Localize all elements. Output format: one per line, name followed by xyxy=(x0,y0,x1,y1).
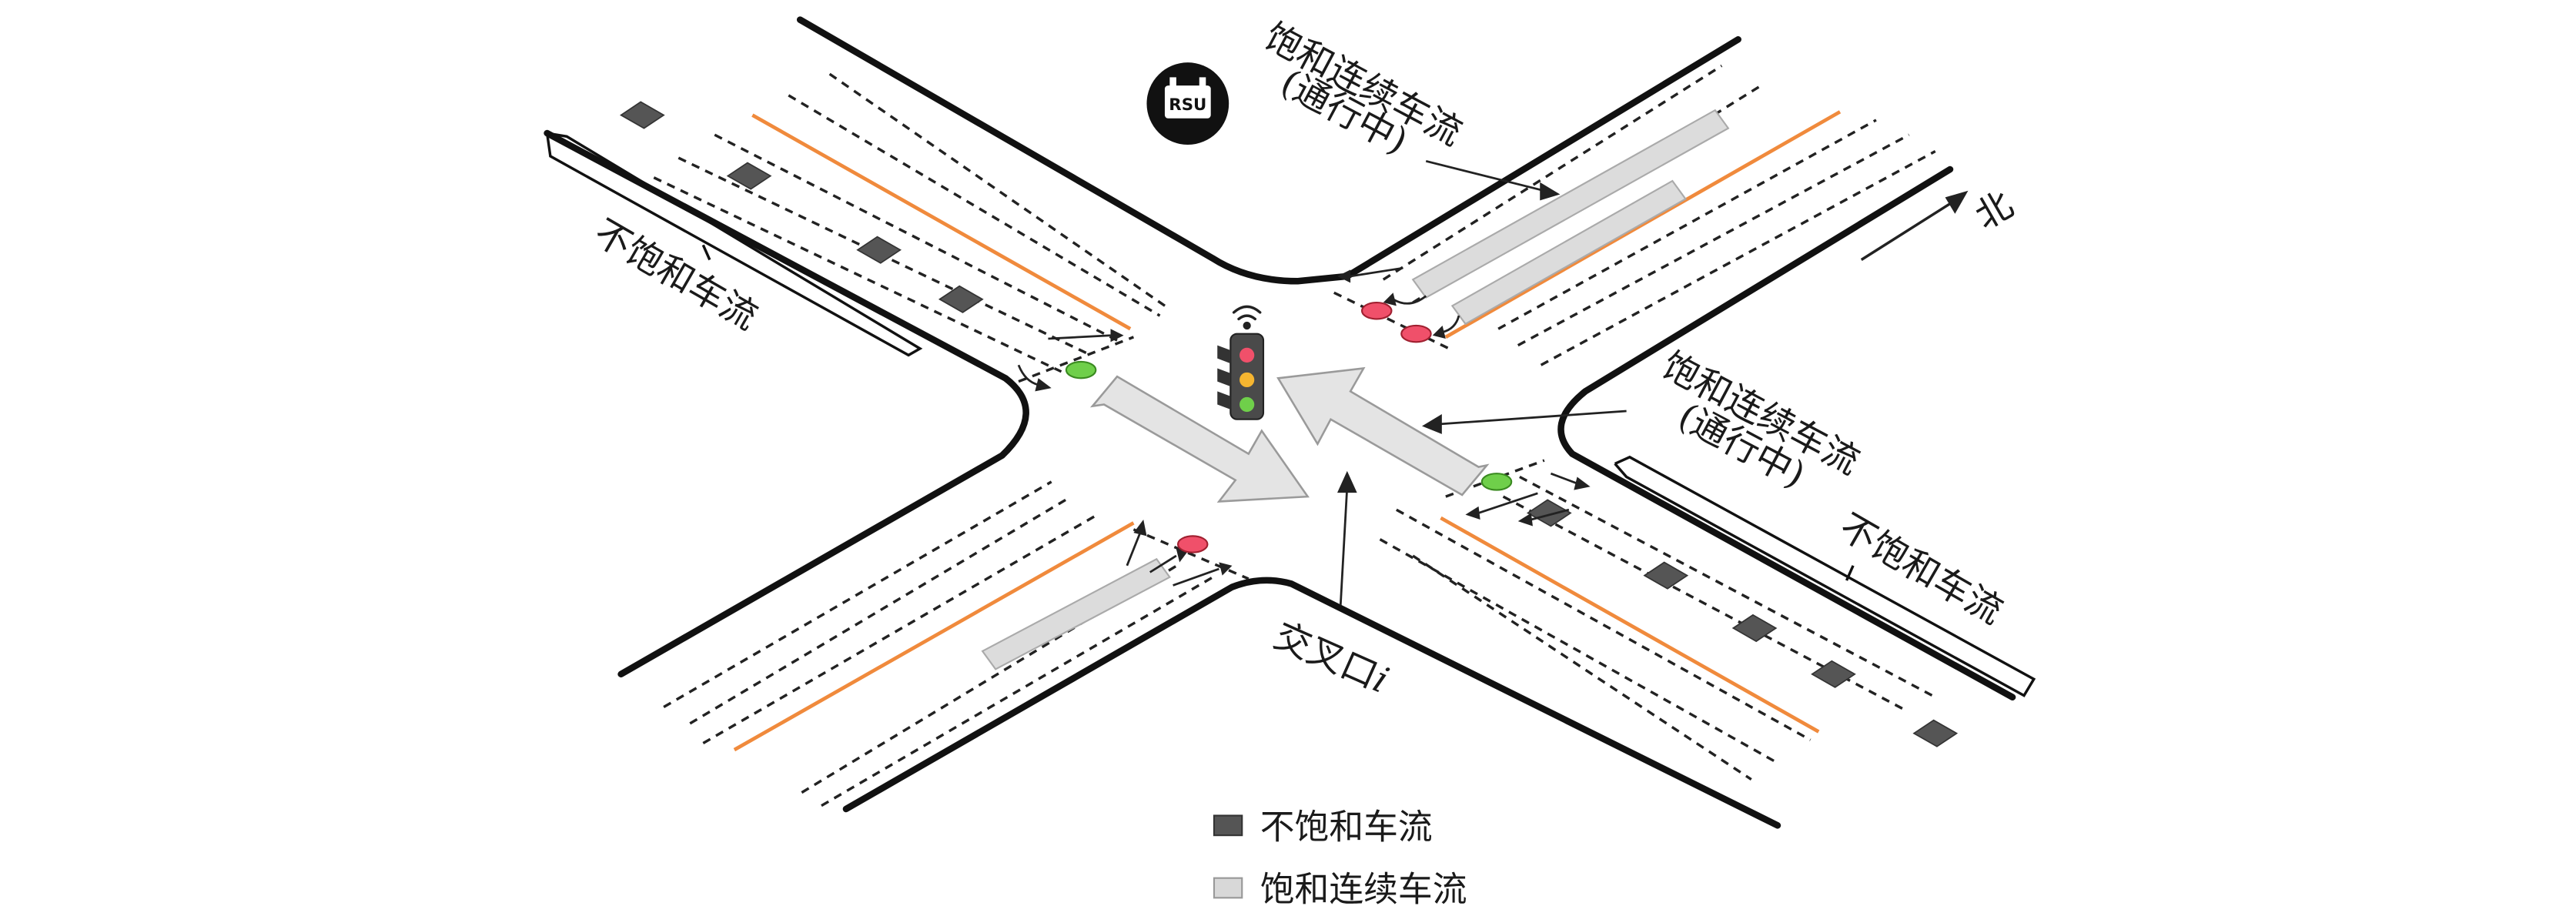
arrow-se-to-nw xyxy=(1276,366,1490,496)
legend-swatch-unsaturated xyxy=(1213,814,1243,837)
saturated-platoons xyxy=(981,109,1730,670)
legend-unsaturated-label: 不饱和车流 xyxy=(1260,806,1433,847)
brackets xyxy=(545,132,2036,697)
lane-lines xyxy=(653,64,1936,807)
unsat-left-label: 不饱和车流 xyxy=(587,212,764,339)
wifi-icon xyxy=(1232,305,1262,330)
north-label: 北 xyxy=(1968,183,2020,238)
signal-lamps xyxy=(1065,301,1513,553)
signal-red-ne-2 xyxy=(1400,324,1432,343)
legend-swatch-saturated xyxy=(1213,877,1243,899)
rsu-icon: RSU xyxy=(1146,62,1229,145)
traffic-light-icon xyxy=(1217,333,1265,420)
unsaturated-vehicles xyxy=(620,101,1959,747)
signal-red-ne-1 xyxy=(1360,301,1393,320)
road-edges xyxy=(544,16,2016,829)
rsu-label: RSU xyxy=(1169,95,1206,115)
signal-green-se xyxy=(1480,473,1513,491)
movement-arrows xyxy=(1089,366,1490,503)
legend-saturated-label: 饱和连续车流 xyxy=(1260,869,1467,906)
median-lines xyxy=(733,110,1842,752)
signal-green-nw xyxy=(1065,360,1097,379)
signal-red-sw xyxy=(1176,535,1209,553)
turn-arrow-heads xyxy=(1035,269,1591,576)
turn-arrows xyxy=(1017,266,1578,587)
bracket-left xyxy=(545,132,923,357)
legend: 不饱和车流 饱和连续车流 xyxy=(1213,806,1467,906)
leader-lines xyxy=(1337,159,1627,606)
north-arrow-icon: 北 xyxy=(1860,183,2020,261)
arrow-nw-to-se xyxy=(1089,375,1310,503)
bracket-right xyxy=(1614,455,2036,697)
